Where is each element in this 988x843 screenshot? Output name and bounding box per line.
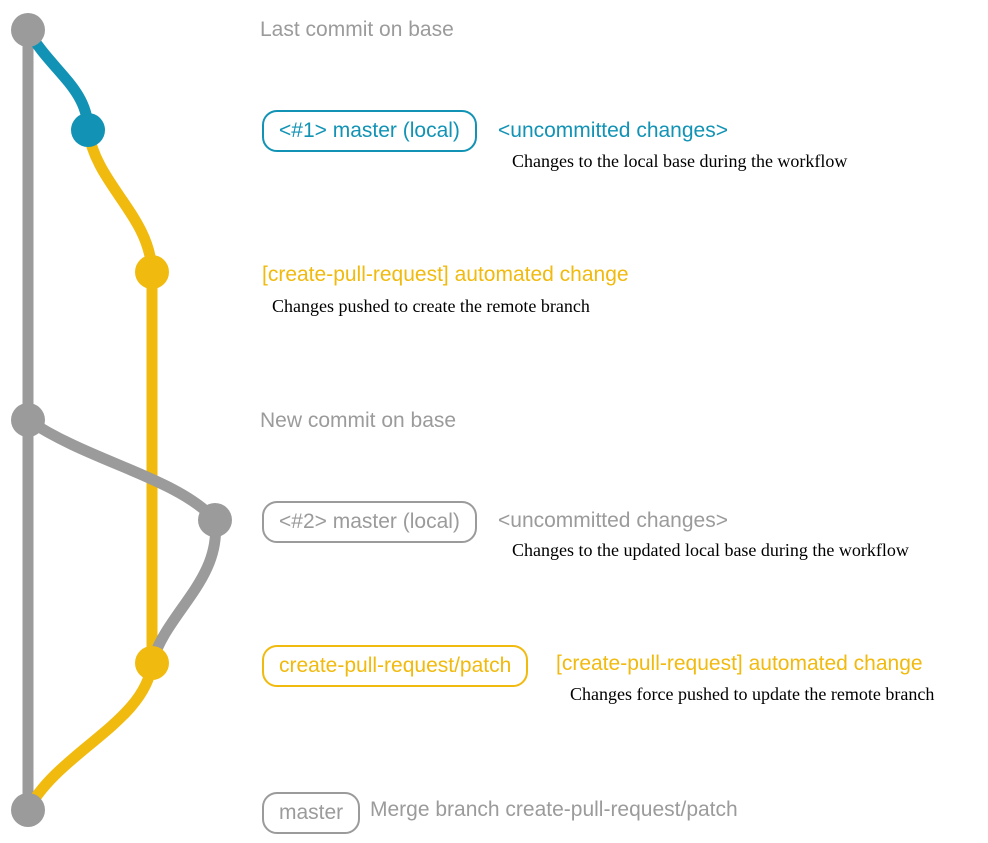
commit-node-base-last [11, 13, 45, 47]
commit-node-base-new [11, 403, 45, 437]
branch-badge-master: master [262, 792, 361, 834]
new-commit-label: New commit on base [260, 409, 457, 432]
branch-badge-master-local-2: <#2> master (local) [262, 501, 477, 543]
commit-node-merge [11, 793, 45, 827]
local1-branch-edge [22, 24, 94, 136]
local1-caption: Changes to the local base during the wor… [512, 151, 848, 171]
commit-node-local2 [198, 503, 232, 537]
uncommitted-changes-note-1: <uncommitted changes> [498, 119, 728, 142]
patch-branch-edge [82, 124, 158, 669]
merge-commit-label: Merge branch create-pull-request/patch [370, 798, 738, 821]
branch-badge-patch: create-pull-request/patch [262, 645, 529, 687]
local2-caption: Changes to the updated local base during… [512, 540, 909, 560]
commit-node-local1 [71, 113, 105, 147]
branch-graph [11, 13, 232, 827]
commit-node-patch1 [135, 255, 169, 289]
branch-badge-master-local-1: <#1> master (local) [262, 110, 477, 152]
last-commit-label: Last commit on base [260, 18, 454, 41]
local2-to-patch-edge [146, 514, 222, 669]
patch-merge-edge [22, 657, 158, 816]
uncommitted-changes-note-2: <uncommitted changes> [498, 509, 728, 532]
push2-caption: Changes force pushed to update the remot… [570, 684, 935, 704]
push1-caption: Changes pushed to create the remote bran… [272, 296, 590, 316]
commit-message-push1: [create-pull-request] automated change [262, 263, 629, 286]
commit-node-patch2 [135, 646, 169, 680]
commit-message-push2: [create-pull-request] automated change [556, 652, 923, 675]
base-to-local2-edge [22, 414, 221, 526]
